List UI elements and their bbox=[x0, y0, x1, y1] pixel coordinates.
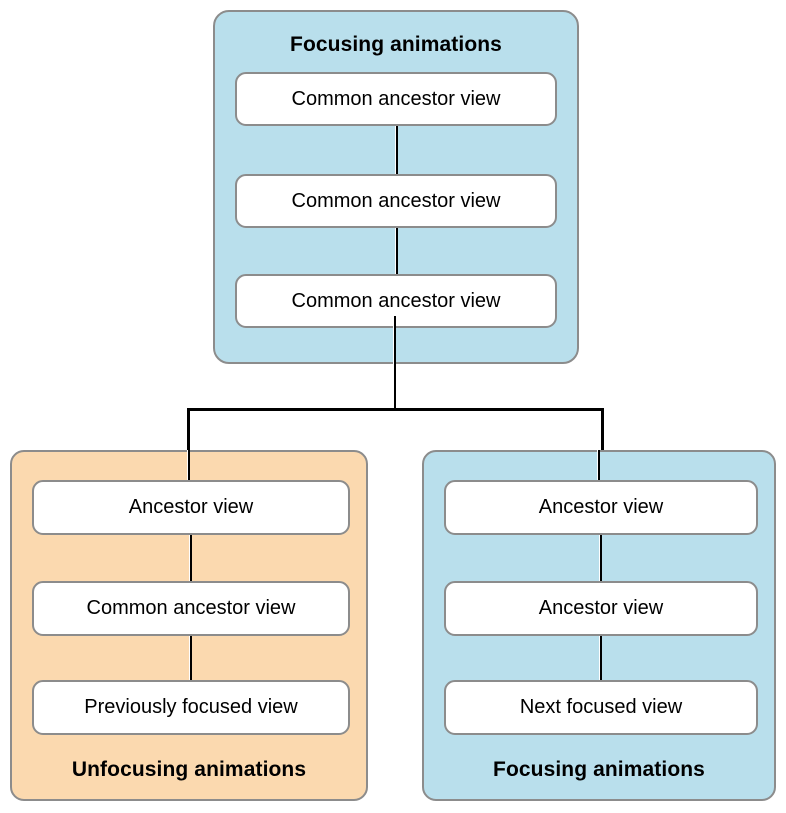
connector-split-bar bbox=[187, 408, 604, 411]
connector-top-node3-trunk bbox=[393, 316, 396, 366]
connector-right-node1-node2 bbox=[599, 533, 602, 583]
group-title-focusing-animations-top: Focusing animations bbox=[290, 33, 502, 56]
node-common-ancestor-view-2[interactable]: Common ancestor view bbox=[235, 174, 557, 228]
connector-left-node1-node2 bbox=[189, 533, 192, 583]
connector-trunk-stem bbox=[394, 363, 397, 411]
node-ancestor-view-right-1[interactable]: Ancestor view bbox=[444, 480, 758, 535]
node-previously-focused-view[interactable]: Previously focused view bbox=[32, 680, 350, 735]
connector-top-node2-node3 bbox=[395, 226, 398, 276]
group-focusing-animations-top: Focusing animations Common ancestor view… bbox=[213, 10, 579, 364]
node-common-ancestor-view-3[interactable]: Common ancestor view bbox=[235, 274, 557, 328]
connector-branch-left bbox=[187, 408, 190, 478]
node-ancestor-view-right-2[interactable]: Ancestor view bbox=[444, 581, 758, 636]
group-title-unfocusing-animations: Unfocusing animations bbox=[71, 758, 307, 781]
node-common-ancestor-view-left[interactable]: Common ancestor view bbox=[32, 581, 350, 636]
group-focusing-animations-bottom: Ancestor view Ancestor view Next focused… bbox=[422, 450, 776, 801]
node-ancestor-view-left-1[interactable]: Ancestor view bbox=[32, 480, 350, 535]
connector-branch-right-inner bbox=[597, 450, 600, 480]
node-next-focused-view[interactable]: Next focused view bbox=[444, 680, 758, 735]
group-unfocusing-animations: Ancestor view Common ancestor view Previ… bbox=[10, 450, 368, 801]
node-common-ancestor-view-1[interactable]: Common ancestor view bbox=[235, 72, 557, 126]
connector-top-node1-node2 bbox=[395, 124, 398, 176]
connector-right-node2-node3 bbox=[599, 634, 602, 682]
connector-left-node2-node3 bbox=[189, 634, 192, 682]
group-title-focusing-animations-bottom: Focusing animations bbox=[493, 758, 705, 781]
connector-branch-right bbox=[601, 408, 604, 478]
connector-branch-left-inner bbox=[187, 450, 190, 480]
